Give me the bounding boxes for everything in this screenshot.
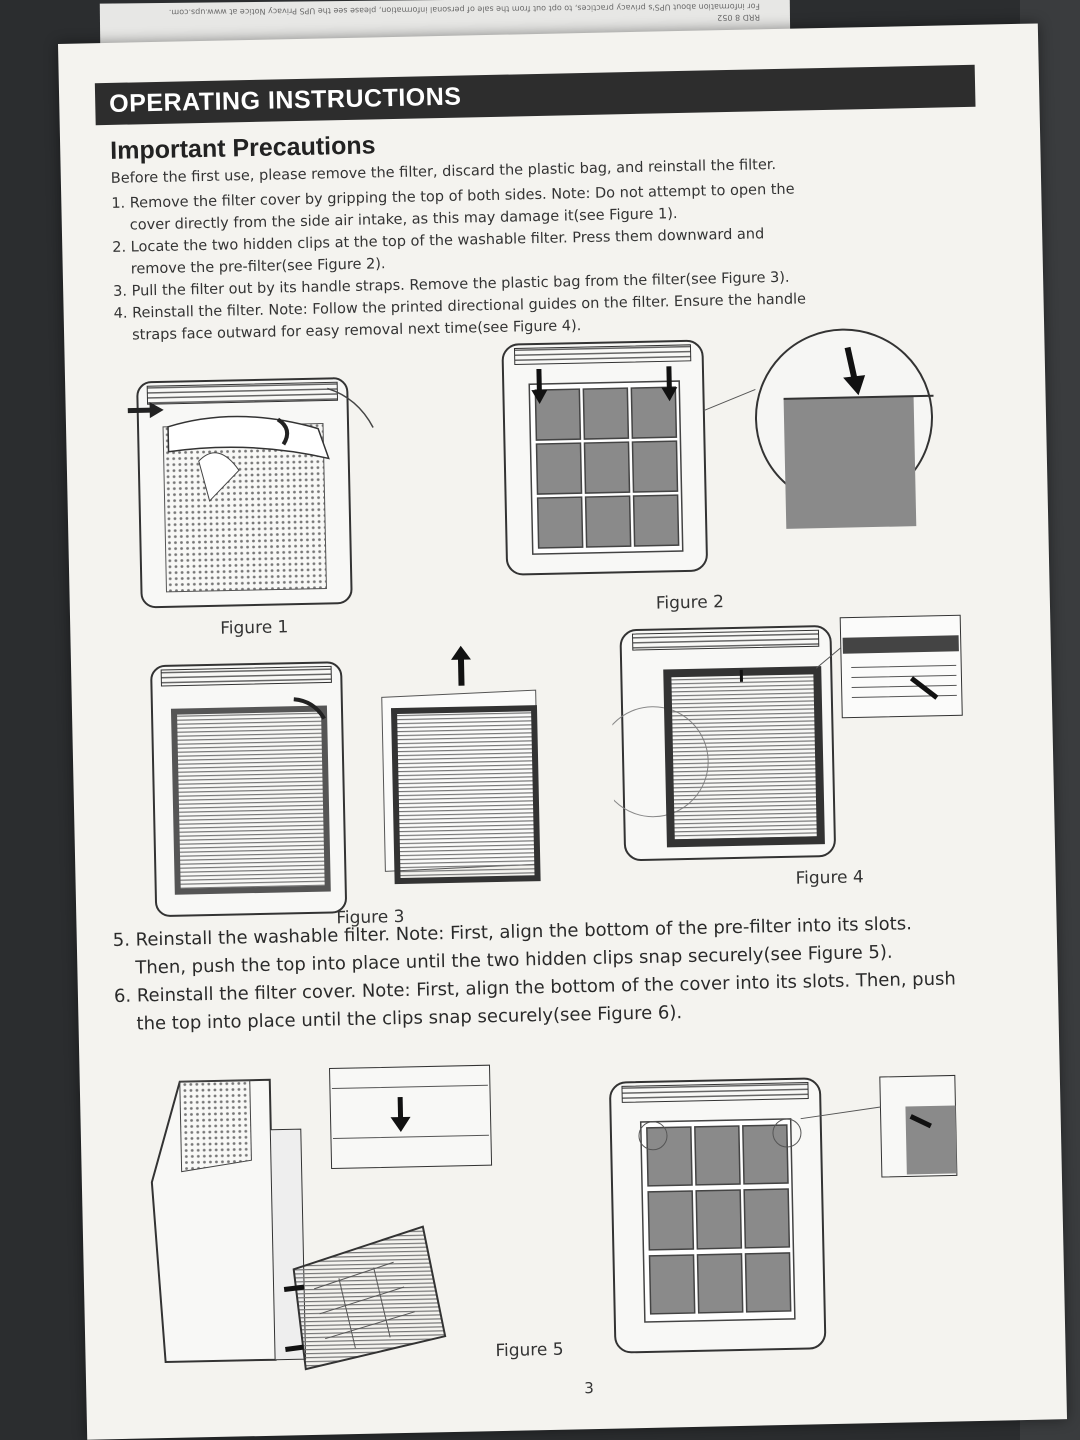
figure-5-illustration — [139, 1035, 966, 1382]
figure-4-illustration — [610, 605, 975, 872]
figure-5-caption: Figure 5 — [495, 1339, 564, 1362]
section-header: OPERATING INSTRUCTIONS — [94, 64, 976, 126]
step-list-lower: 5. Reinstall the washable filter. Note: … — [113, 908, 1005, 1039]
back-sheet-text: RRD 8 052 For information about UPS's pr… — [120, 1, 760, 30]
figure-4-caption: Figure 4 — [795, 867, 864, 889]
figure-1-illustration — [127, 367, 382, 612]
page-number: 3 — [584, 1379, 595, 1398]
figure-2-illustration — [492, 316, 938, 595]
figure-1-caption: Figure 1 — [220, 617, 289, 639]
instruction-page: OPERATING INSTRUCTIONS Important Precaut… — [58, 23, 1068, 1440]
page-title: Important Precautions — [109, 131, 376, 165]
figure-3-illustration — [143, 643, 579, 922]
